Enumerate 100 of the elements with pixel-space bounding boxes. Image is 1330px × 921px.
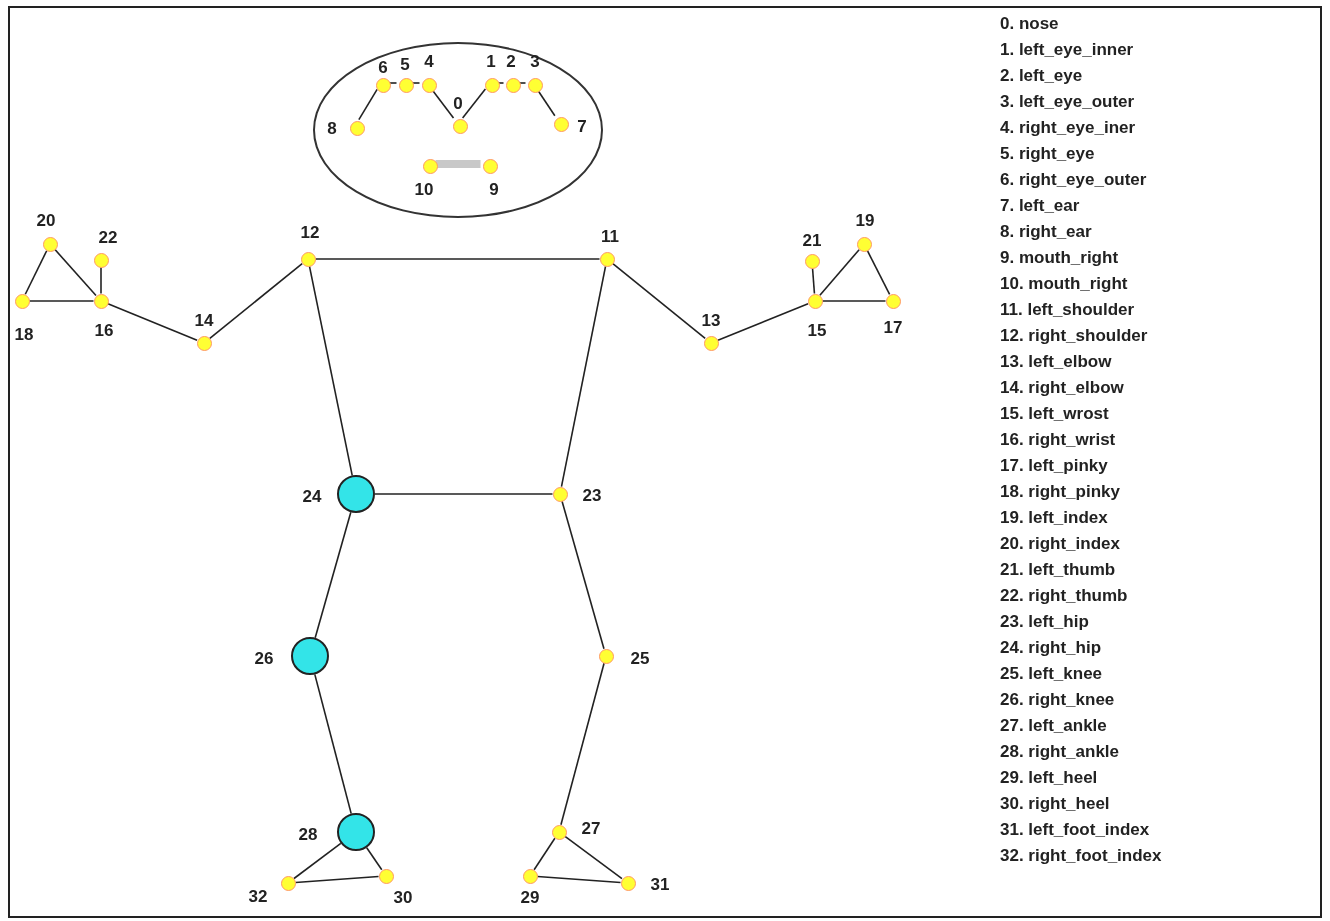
- legend-entry: 30. right_heel: [1000, 793, 1111, 815]
- bone-line: [28, 300, 95, 302]
- bone-line: [314, 673, 352, 815]
- legend-entry: 31. left_foot_index: [1000, 819, 1151, 841]
- bone-line: [560, 662, 605, 826]
- legend-entry: 2. left_eye: [1000, 65, 1084, 87]
- legend-entry: 1. left_eye_inner: [1000, 39, 1135, 61]
- landmark-dot: [551, 824, 567, 840]
- legend-entry: 4. right_eye_iner: [1000, 117, 1137, 139]
- landmark-dot: [93, 293, 109, 309]
- bone-line: [314, 511, 352, 639]
- bone-line: [560, 265, 607, 488]
- legend-entry: 7. left_ear: [1000, 195, 1081, 217]
- bone-line: [54, 248, 97, 297]
- landmark-number: 15: [807, 321, 827, 339]
- landmark-dot: [599, 251, 615, 267]
- landmark-number: 14: [194, 311, 214, 329]
- legend-entry: 21. left_thumb: [1000, 559, 1117, 581]
- bone-line: [293, 842, 342, 880]
- legend-entry: 32. right_foot_index: [1000, 845, 1162, 867]
- bone-line: [612, 262, 706, 340]
- bone-line: [107, 303, 198, 341]
- legend-entry: 19. left_index: [1000, 507, 1109, 529]
- legend-entry: 17. left_pinky: [1000, 455, 1109, 477]
- bone-line: [821, 300, 887, 302]
- landmark-number: 26: [254, 649, 274, 667]
- landmark-dot: [482, 158, 498, 174]
- bone-line: [308, 265, 353, 477]
- legend-entry: 13. left_elbow: [1000, 351, 1113, 373]
- landmark-number: 17: [883, 318, 903, 336]
- landmark-number: 27: [581, 819, 601, 837]
- landmark-dot: [196, 335, 212, 351]
- landmark-number: 6: [378, 58, 388, 76]
- landmark-dot: [527, 77, 543, 93]
- legend-entry: 10. mouth_right: [1000, 273, 1129, 295]
- landmark-number: 4: [424, 52, 434, 70]
- landmark-number: 3: [530, 52, 540, 70]
- landmark-number: 12: [300, 223, 320, 241]
- landmark-number: 11: [601, 227, 619, 245]
- legend-entry: 14. right_elbow: [1000, 377, 1125, 399]
- landmark-dot: [300, 251, 316, 267]
- landmark-number: 20: [36, 211, 56, 229]
- bone-line: [100, 266, 102, 295]
- landmark-dot: [804, 253, 820, 269]
- legend-entry: 9. mouth_right: [1000, 247, 1120, 269]
- bone-line: [365, 846, 383, 871]
- landmark-number: 23: [582, 486, 602, 504]
- landmark-dot: [452, 118, 468, 134]
- landmark-dot: [505, 77, 521, 93]
- landmark-dot: [93, 252, 109, 268]
- landmark-number: 30: [393, 888, 413, 906]
- landmark-number: 2: [506, 52, 516, 70]
- bone-line: [866, 249, 891, 296]
- legend-entry: 0. nose: [1000, 13, 1060, 35]
- landmark-dot: [553, 116, 569, 132]
- landmark-number: 10: [414, 180, 434, 198]
- legend-entry: 27. left_ankle: [1000, 715, 1108, 737]
- legend-entry: 24. right_hip: [1000, 637, 1103, 659]
- bone-line: [314, 258, 601, 260]
- landmark-number: 16: [94, 321, 114, 339]
- legend-entry: 12. right_shoulder: [1000, 325, 1149, 347]
- landmark-number: 21: [802, 231, 822, 249]
- joint-circle: [337, 475, 375, 513]
- landmark-dot: [552, 486, 568, 502]
- landmark-number: 25: [630, 649, 650, 667]
- head-outline: [313, 42, 603, 218]
- legend-entry: 28. right_ankle: [1000, 741, 1121, 763]
- legend-entry: 20. right_index: [1000, 533, 1121, 555]
- bone-line: [24, 249, 48, 296]
- legend-entry: 25. left_knee: [1000, 663, 1104, 685]
- landmark-number: 7: [577, 117, 587, 135]
- legend-entry: 29. left_heel: [1000, 767, 1099, 789]
- legend-entry: 18. right_pinky: [1000, 481, 1121, 503]
- landmark-number: 19: [855, 211, 875, 229]
- landmark-dot: [421, 77, 437, 93]
- legend-entry: 15. left_wrost: [1000, 403, 1110, 425]
- joint-circle: [291, 637, 329, 675]
- landmark-number: 13: [701, 311, 721, 329]
- landmark-dot: [14, 293, 30, 309]
- landmark-dot: [856, 236, 872, 252]
- legend-entry: 16. right_wrist: [1000, 429, 1117, 451]
- bone-line: [294, 875, 380, 884]
- bone-line: [209, 262, 303, 340]
- landmark-number: 8: [327, 119, 337, 137]
- landmark-dot: [349, 120, 365, 136]
- landmark-number: 22: [98, 228, 118, 246]
- bone-line: [358, 88, 378, 121]
- landmark-dot: [422, 158, 438, 174]
- legend-entry: 22. right_thumb: [1000, 585, 1129, 607]
- landmark-number: 5: [400, 55, 410, 73]
- landmark-dot: [598, 648, 614, 664]
- landmark-dot: [807, 293, 823, 309]
- landmark-number: 18: [14, 325, 34, 343]
- landmark-number: 0: [453, 94, 463, 112]
- bone-line: [536, 875, 622, 884]
- landmark-number: 29: [520, 888, 540, 906]
- landmark-dot: [378, 868, 394, 884]
- landmark-dot: [42, 236, 58, 252]
- bone-line: [564, 835, 623, 880]
- mouth-line: [435, 160, 481, 168]
